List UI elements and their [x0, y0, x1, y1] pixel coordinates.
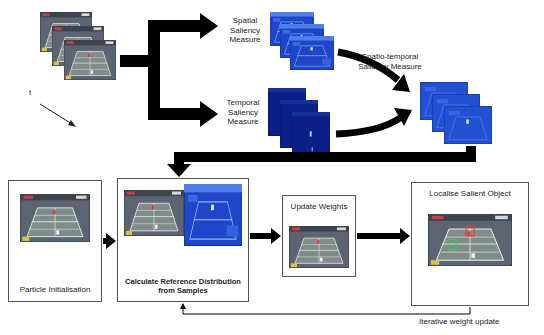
arrow-head [271, 228, 281, 244]
stage-label: Temporal Saliency Measure [220, 98, 266, 127]
connector [250, 228, 281, 244]
arrow-head [106, 233, 116, 249]
box-text: Update Weights [286, 202, 352, 212]
stage-label: t [24, 88, 36, 98]
stage-label: Spatio-temporal Saliency Measure [352, 52, 428, 71]
connector-line [357, 233, 401, 239]
time-arrow [40, 104, 76, 127]
feed-arrow [167, 146, 476, 177]
input-frames [40, 12, 116, 80]
box-text: Localise Salient Object [415, 189, 525, 199]
stage-label: Spatial Saliency Measure [222, 16, 268, 45]
process-box: Localise Salient Object [411, 182, 529, 306]
connector [180, 303, 470, 314]
connector-line [183, 307, 470, 314]
box-text: Calculate Reference Distribution from Sa… [121, 277, 245, 295]
spatio-temporal-frames [420, 82, 492, 144]
split-arrow [120, 13, 218, 127]
process-box: Particle Initialisation [8, 180, 102, 302]
connector-line [250, 233, 272, 239]
temporal-saliency-frames [268, 88, 330, 160]
spatial-saliency-frames [270, 12, 334, 70]
process-box: Update Weights [282, 195, 356, 277]
arrow-head [180, 303, 186, 309]
box-text: Particle Initialisation [12, 285, 98, 295]
connector [357, 228, 410, 244]
process-box: Calculate Reference Distribution from Sa… [117, 178, 249, 302]
edge-label: Iterative weight update [417, 317, 502, 327]
connector [103, 233, 116, 249]
arrow-head [400, 228, 410, 244]
